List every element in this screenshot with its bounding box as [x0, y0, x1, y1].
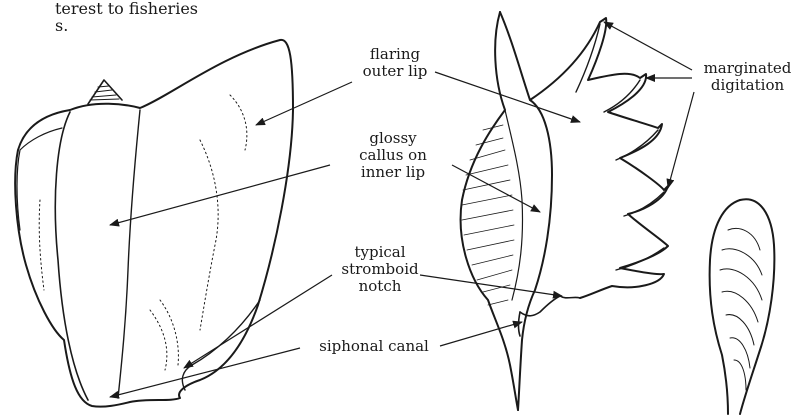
label-flaring-line-2: outer lip	[350, 63, 440, 80]
leader-notch-to-middle	[420, 275, 562, 296]
leader-digitation-top	[604, 22, 692, 70]
leader-siphonal-to-middle	[440, 322, 522, 346]
label-marginated-digitation: marginated digitation	[695, 60, 800, 94]
leader-flaring-to-left	[256, 82, 352, 125]
label-flaring-outer-lip: flaring outer lip	[350, 46, 440, 80]
label-notch-line-3: notch	[330, 278, 430, 295]
label-siphonal-canal: siphonal canal	[304, 338, 444, 355]
leader-callus-to-left	[110, 165, 330, 225]
label-digitation-line-2: digitation	[695, 77, 800, 94]
label-glossy-callus: glossy callus on inner lip	[338, 130, 448, 181]
label-callus-line-1: glossy	[338, 130, 448, 147]
leader-digitation-bottom	[668, 92, 694, 188]
label-digitation-line-1: marginated	[695, 60, 800, 77]
middle-shell-drawing	[461, 12, 668, 410]
label-notch-line-2: stromboid	[330, 261, 430, 278]
left-shell-outline	[15, 40, 293, 407]
right-shell-drawing	[710, 199, 775, 414]
left-shell-drawing	[15, 40, 293, 407]
label-callus-line-3: inner lip	[338, 164, 448, 181]
shell-spire	[88, 80, 122, 104]
label-siphonal-line-1: siphonal canal	[304, 338, 444, 355]
label-stromboid-notch: typical stromboid notch	[330, 244, 430, 295]
label-callus-line-2: callus on	[338, 147, 448, 164]
label-flaring-line-1: flaring	[350, 46, 440, 63]
label-notch-line-1: typical	[330, 244, 430, 261]
leader-flaring-to-middle	[435, 72, 580, 122]
